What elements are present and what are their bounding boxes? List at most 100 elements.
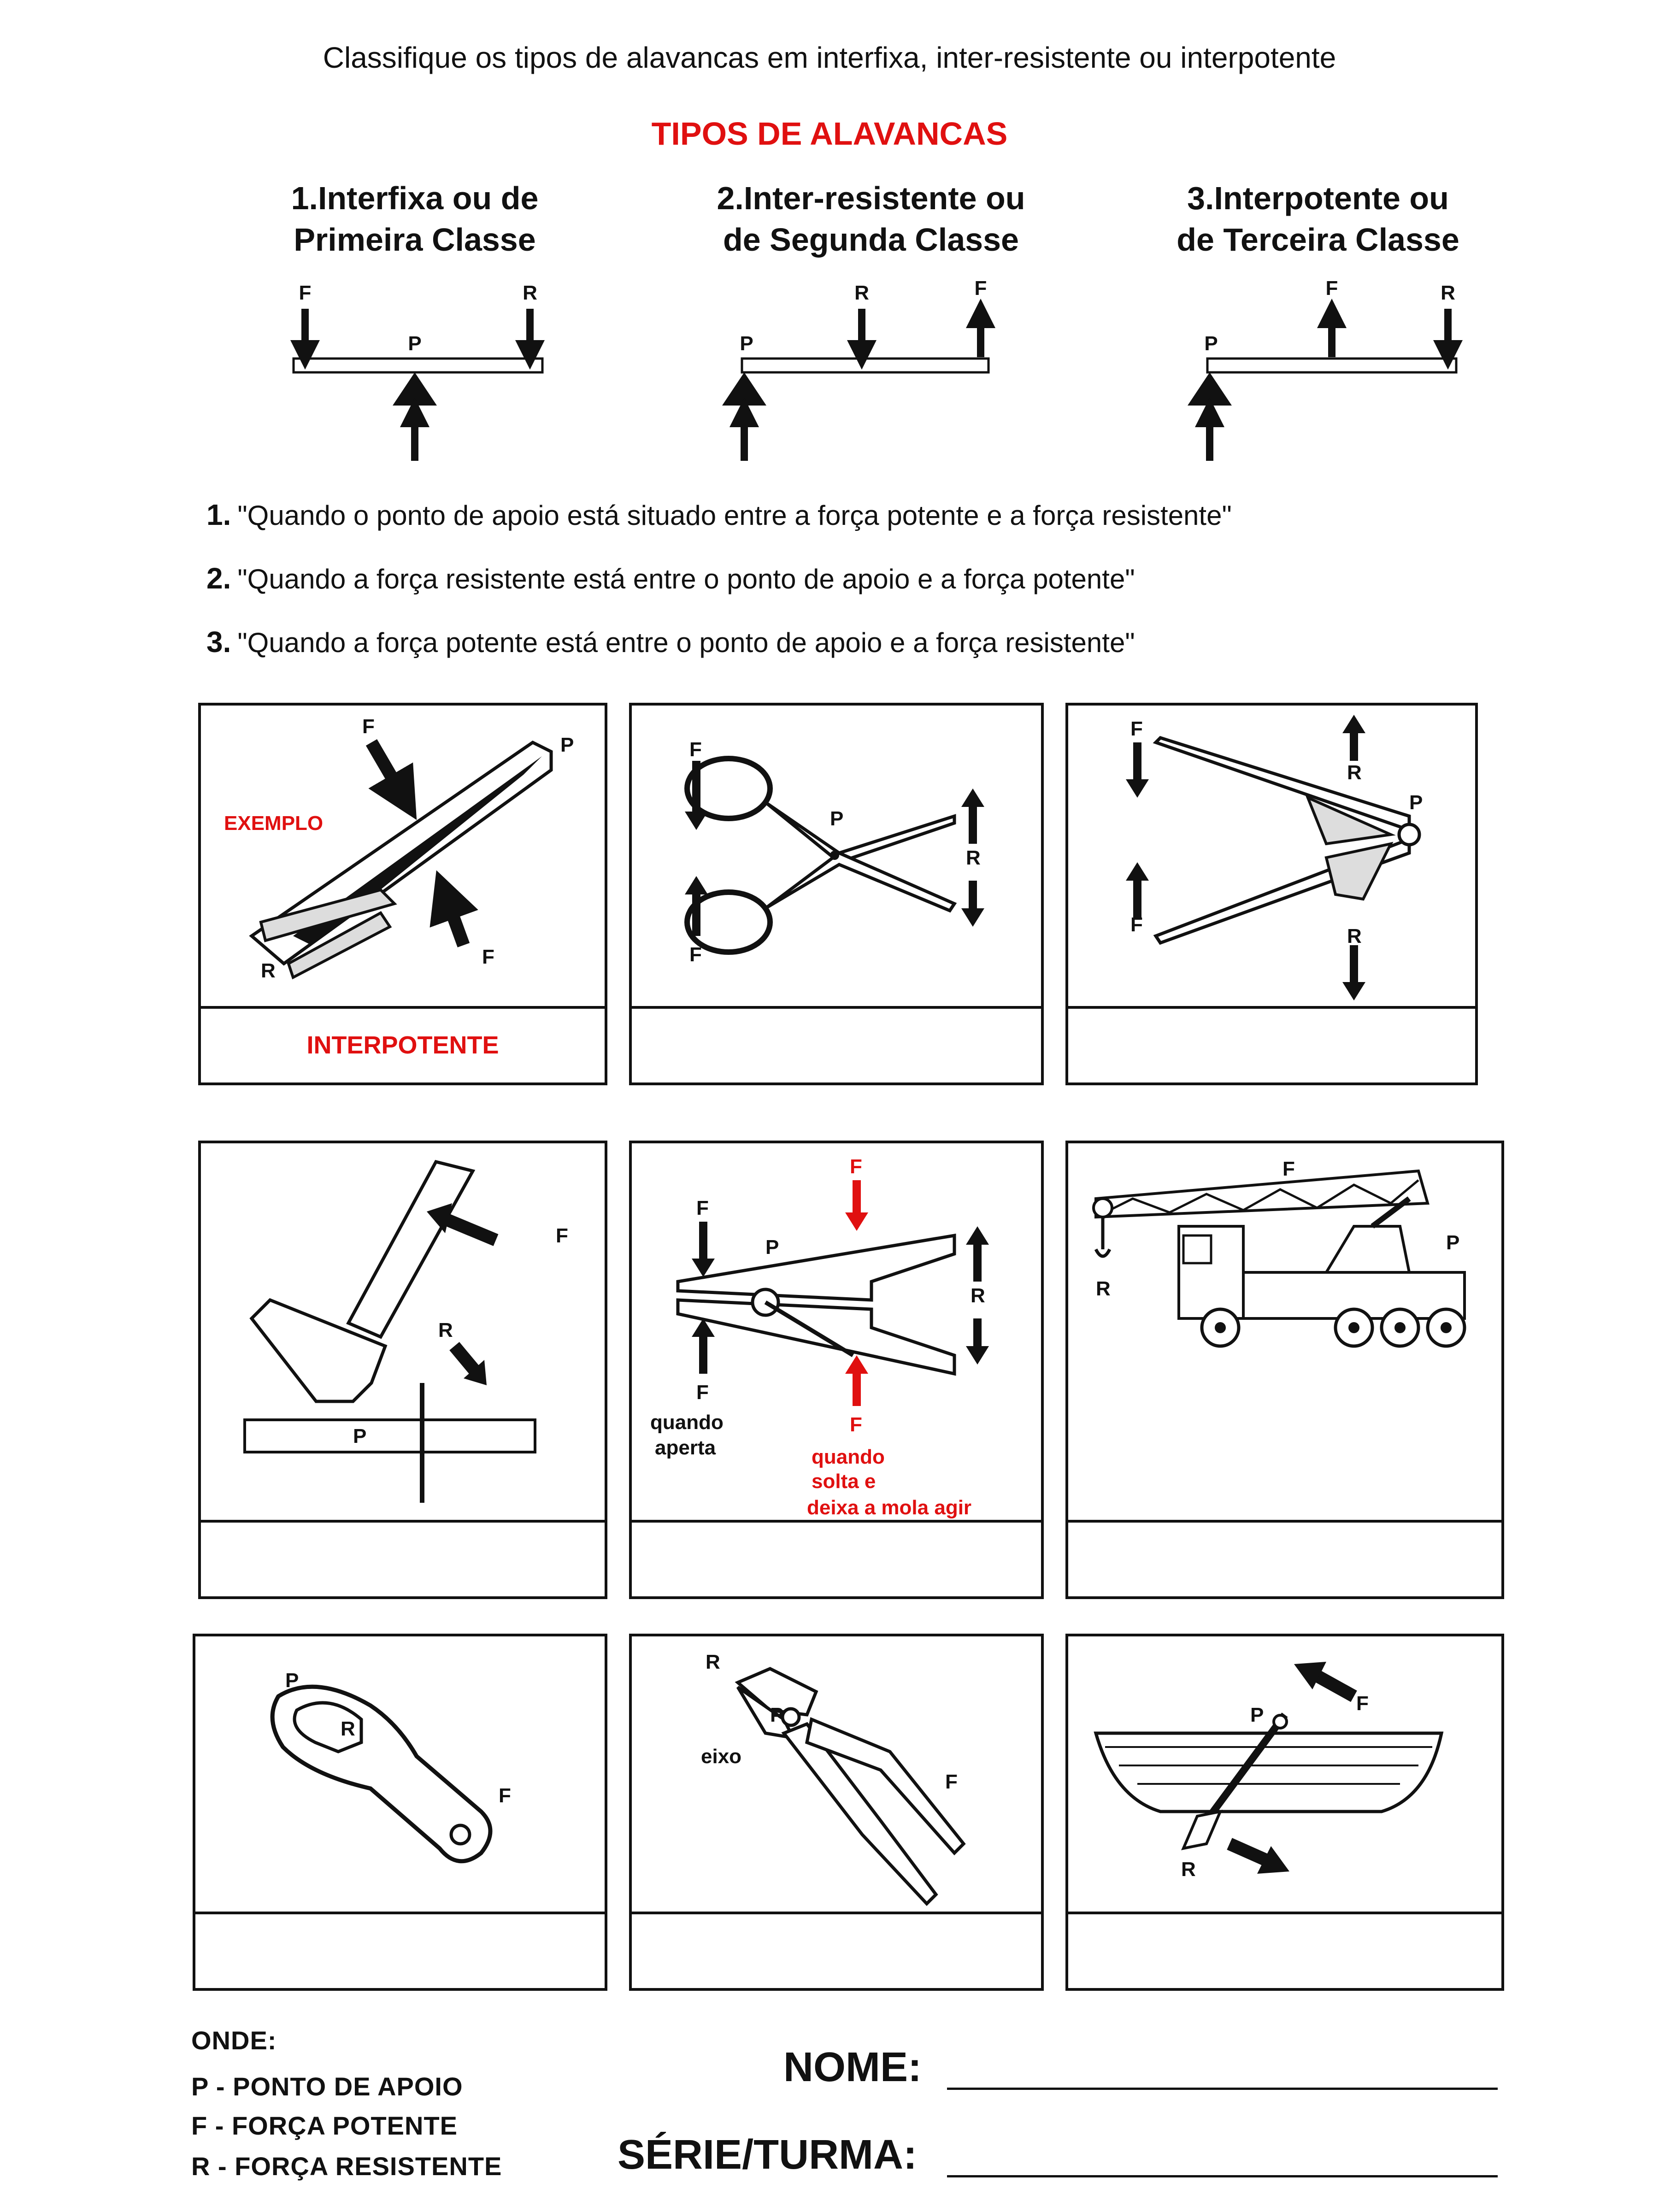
label-p: P (408, 332, 421, 355)
legend-item-p: P - PONTO DE APOIO (191, 2072, 463, 2101)
class-field[interactable] (947, 2175, 1498, 2177)
label-r: R (1441, 282, 1455, 304)
instruction-text: Classifique os tipos de alavancas em int… (323, 41, 1336, 74)
label-f: F (1282, 1158, 1295, 1180)
label-p: P (1250, 1704, 1264, 1726)
example-label: EXEMPLO (224, 812, 323, 835)
label-f: F (696, 1197, 709, 1219)
label-f: F (362, 715, 375, 738)
card-martelo: F R P (198, 1141, 607, 1599)
nutcracker-illustration: F F R R P (1126, 715, 1423, 1000)
label-r: R (1096, 1277, 1111, 1300)
card-pregador: F F F F P R quando aperta quando solta e… (629, 1141, 1044, 1599)
pivot-icon (393, 372, 437, 406)
answer-text: INTERPOTENTE (306, 1031, 499, 1059)
label-p: P (765, 1236, 779, 1259)
label-f: F (1130, 913, 1143, 936)
answer-box[interactable] (632, 1520, 1041, 1596)
note-left-1: quando (650, 1411, 724, 1434)
legend-heading: ONDE: (191, 2026, 277, 2055)
answer-box[interactable] (632, 1912, 1041, 1988)
label-f: F (482, 946, 494, 968)
statement-text: "Quando a força resistente está entre o … (237, 564, 1135, 594)
label-r: R (438, 1319, 453, 1341)
lever-diagram-inter-resistente: P R F (722, 277, 995, 461)
note-left-2: aperta (655, 1436, 716, 1459)
lever-diagrams: F R P P R F P F R (290, 277, 1463, 461)
name-label: NOME: (783, 2044, 922, 2090)
label-r: R (261, 959, 276, 982)
statement-text: "Quando a força potente está entre o pon… (237, 627, 1135, 658)
statement-text: "Quando o ponto de apoio está situado en… (237, 500, 1232, 531)
bottle-opener-illustration: P R F (270, 1669, 511, 1864)
type-3-line1: 3.Interpotente ou (1187, 180, 1449, 216)
answer-box[interactable]: INTERPOTENTE (201, 1006, 605, 1082)
rowboat-illustration: F P R (1094, 1662, 1444, 1881)
label-f-red: F (850, 1413, 862, 1436)
scissors-illustration: F F P R (684, 738, 984, 966)
answer-box[interactable] (1068, 1912, 1501, 1988)
label-r: R (1347, 925, 1362, 947)
label-r: R (854, 282, 869, 304)
label-f: F (299, 282, 312, 304)
card-remo: F P R (1065, 1634, 1504, 1991)
card-abridor: P R F (193, 1634, 607, 1991)
lever-diagram-interpotente: P F R (1188, 277, 1463, 461)
label-f-red: F (850, 1155, 862, 1178)
label-f: F (975, 277, 987, 300)
type-2-line2: de Segunda Classe (723, 222, 1019, 258)
statement-number: 1. (206, 498, 231, 531)
card-alicate: R P eixo F (629, 1634, 1044, 1991)
card-guindaste: F P R (1065, 1141, 1504, 1599)
section-title: TIPOS DE ALAVANCAS (651, 116, 1008, 152)
label-r: R (1181, 1858, 1196, 1881)
answer-box[interactable] (201, 1520, 605, 1596)
label-r: R (966, 847, 981, 869)
label-p: P (285, 1669, 299, 1692)
type-3-line2: de Terceira Classe (1177, 222, 1459, 258)
hammer-illustration: F R P (243, 1159, 568, 1503)
pivot-icon (1188, 372, 1232, 406)
clothespin-illustration: F F F F P R quando aperta quando solta e… (650, 1155, 989, 1519)
lever-diagram-interfixa: F R P (290, 282, 545, 461)
label-p: P (740, 332, 753, 355)
answer-box[interactable] (195, 1912, 605, 1988)
label-p: P (1204, 332, 1218, 355)
type-1-line2: Primeira Classe (294, 222, 536, 258)
label-f: F (696, 1381, 709, 1404)
answer-box[interactable] (632, 1006, 1041, 1082)
label-p: P (353, 1425, 366, 1447)
label-p: P (1409, 791, 1423, 814)
legend-item-r: R - FORÇA RESISTENTE (191, 2152, 502, 2181)
label-f: F (499, 1784, 511, 1807)
statement-3: 3."Quando a força potente está entre o p… (206, 625, 1135, 659)
label-p: P (560, 734, 574, 756)
label-f: F (1326, 277, 1338, 300)
answer-box[interactable] (1068, 1006, 1475, 1082)
type-3-title: 3.Interpotente ou de Terceira Classe (1115, 177, 1521, 260)
label-f: F (945, 1771, 958, 1793)
note-right-2: solta e (812, 1470, 876, 1493)
label-f: F (556, 1224, 568, 1247)
note-right-3: deixa a mola agir (807, 1496, 971, 1519)
statement-number: 3. (206, 625, 231, 659)
label-p: P (770, 1704, 783, 1726)
pivot-icon (722, 372, 766, 406)
label-f: F (689, 738, 702, 761)
label-p: P (830, 807, 843, 830)
answer-box[interactable] (1068, 1520, 1501, 1596)
card-quebra-nozes: F F R R P (1065, 703, 1478, 1085)
type-2-title: 2.Inter-resistente ou de Segunda Classe (664, 177, 1078, 260)
axis-label: eixo (701, 1745, 741, 1768)
statement-number: 2. (206, 562, 231, 595)
crane-illustration: F P R (1092, 1158, 1466, 1348)
class-label: SÉRIE/TURMA: (618, 2132, 917, 2178)
legend-item-f: F - FORÇA POTENTE (191, 2111, 458, 2140)
label-f: F (1130, 718, 1143, 740)
statement-1: 1."Quando o ponto de apoio está situado … (206, 498, 1232, 532)
label-p: P (1446, 1231, 1459, 1254)
label-r: R (523, 282, 537, 304)
statement-2: 2."Quando a força resistente está entre … (206, 561, 1135, 595)
name-field[interactable] (947, 2088, 1498, 2090)
type-2-line1: 2.Inter-resistente ou (717, 180, 1025, 216)
